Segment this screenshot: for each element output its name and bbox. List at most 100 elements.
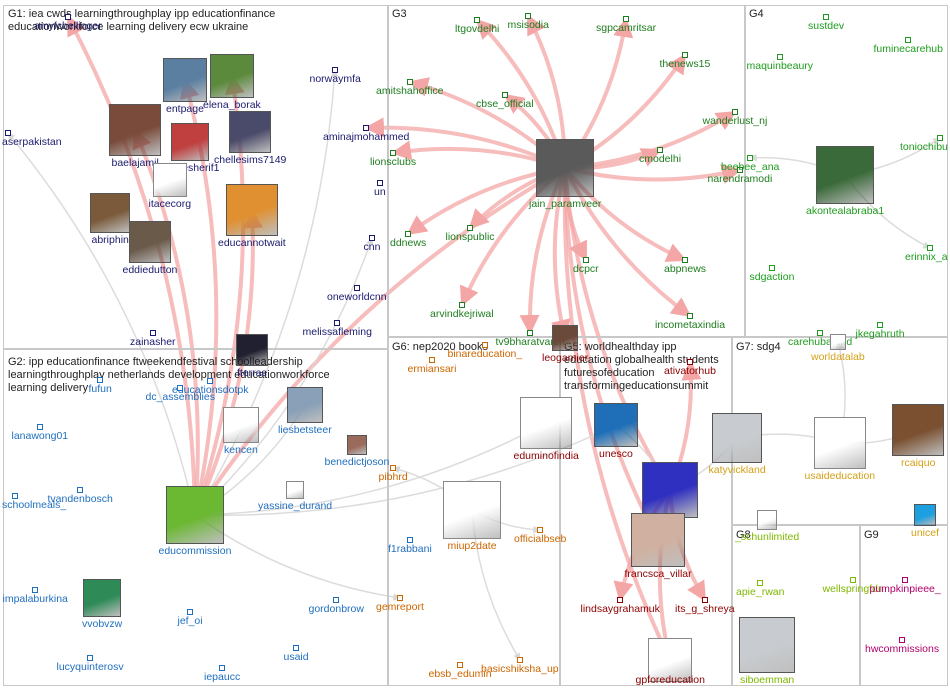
node-dot-icon bbox=[363, 125, 369, 131]
node-dot-icon bbox=[927, 245, 933, 251]
avatar bbox=[83, 579, 121, 617]
edge-jain_paramveer-thegreatgame500 bbox=[563, 167, 672, 492]
node-label: siboemman bbox=[740, 674, 795, 686]
node-dot-icon bbox=[407, 79, 413, 85]
avatar bbox=[830, 334, 846, 350]
node-dot-icon bbox=[12, 493, 18, 499]
node-label: cbse_official bbox=[476, 98, 534, 110]
node-label: educationsdotpk bbox=[172, 384, 249, 396]
group-label-g8: G8 bbox=[736, 529, 751, 541]
node-label: incometaxindia bbox=[655, 319, 726, 331]
node-label: lucyquinterosv bbox=[56, 661, 124, 673]
avatar bbox=[594, 403, 638, 447]
node-dot-icon bbox=[37, 424, 43, 430]
edge-jain_paramveer-francsca_villar bbox=[563, 167, 660, 542]
avatar bbox=[223, 407, 259, 443]
node-label: eduminofindia bbox=[513, 450, 579, 462]
node-dot-icon bbox=[899, 637, 905, 643]
node-dot-icon bbox=[777, 54, 783, 60]
node-label: amitshahoffice bbox=[376, 85, 444, 97]
node-dot-icon bbox=[457, 662, 463, 668]
node-dot-icon bbox=[687, 359, 693, 365]
node-dot-icon bbox=[525, 13, 531, 19]
avatar bbox=[287, 387, 323, 423]
node-dot-icon bbox=[583, 257, 589, 263]
avatar bbox=[892, 404, 944, 456]
node-label: usaideducation bbox=[804, 470, 876, 482]
node-dot-icon bbox=[459, 302, 465, 308]
avatar bbox=[210, 54, 254, 98]
node-label: unesco bbox=[599, 448, 633, 460]
node-label: itacecorg bbox=[148, 198, 192, 210]
node-dot-icon bbox=[502, 92, 508, 98]
node-label: maquinbeaury bbox=[746, 60, 814, 72]
node-label: lindsaygrahamuk bbox=[580, 603, 660, 615]
node-dot-icon bbox=[150, 330, 156, 336]
avatar bbox=[90, 193, 130, 233]
node-label: educannotwait bbox=[218, 237, 286, 249]
node-dot-icon bbox=[207, 378, 213, 384]
node-dot-icon bbox=[737, 167, 743, 173]
group-label-g3: G3 bbox=[392, 8, 407, 20]
avatar bbox=[129, 221, 171, 263]
node-label: liesbetsteer bbox=[278, 424, 332, 436]
group-box-g4 bbox=[745, 5, 948, 337]
node-label: oneworldcnn bbox=[327, 291, 387, 303]
node-label: unicef bbox=[911, 527, 940, 539]
node-label: iepaucc bbox=[204, 671, 241, 683]
avatar bbox=[109, 104, 161, 156]
avatar bbox=[712, 413, 762, 463]
node-dot-icon bbox=[877, 322, 883, 328]
node-label: hwcommissions bbox=[865, 643, 940, 655]
node-label: abriphin bbox=[91, 234, 129, 246]
node-dot-icon bbox=[369, 235, 375, 241]
node-dot-icon bbox=[354, 285, 360, 291]
node-label: gemreport bbox=[376, 601, 424, 613]
node-label: jef_oi bbox=[177, 615, 203, 627]
node-label: aserpakistan bbox=[2, 136, 62, 148]
node-dot-icon bbox=[65, 14, 71, 20]
node-label: tvandenbosch bbox=[47, 493, 113, 505]
group-box-g9 bbox=[860, 525, 948, 686]
node-label: gordonbrow bbox=[308, 603, 364, 615]
node-label: toniochibu bbox=[900, 141, 948, 153]
node-label: dc_assemblies bbox=[145, 391, 215, 403]
node-label: lionspublic bbox=[445, 231, 495, 243]
node-label: erinnix_a bbox=[905, 251, 948, 263]
node-dot-icon bbox=[187, 609, 193, 615]
node-dot-icon bbox=[334, 320, 340, 326]
node-dot-icon bbox=[757, 580, 763, 586]
node-label: fuminecarehub bbox=[873, 43, 943, 55]
group-label-g7: G7: sdg4 bbox=[736, 341, 781, 353]
node-dot-icon bbox=[617, 597, 623, 603]
node-label: benedictjoson bbox=[324, 456, 390, 468]
avatar bbox=[914, 504, 936, 526]
node-dot-icon bbox=[702, 597, 708, 603]
node-label: apie_rwan bbox=[736, 586, 785, 598]
node-label: msisodia bbox=[507, 19, 549, 31]
node-label: leogamier bbox=[542, 352, 589, 364]
node-label: akontealabraba1 bbox=[806, 205, 885, 217]
node-label: entpage bbox=[166, 103, 204, 115]
avatar bbox=[816, 146, 874, 204]
node-label: rcaiquo bbox=[901, 457, 936, 469]
node-label: vvobvzw bbox=[82, 618, 123, 630]
node-dot-icon bbox=[682, 52, 688, 58]
node-label: cnn bbox=[363, 241, 381, 253]
node-label: amyfcbellinger bbox=[34, 20, 102, 32]
node-label: sdgaction bbox=[749, 271, 795, 283]
node-dot-icon bbox=[623, 16, 629, 22]
node-label: francsca_villar bbox=[624, 568, 692, 580]
node-dot-icon bbox=[397, 595, 403, 601]
node-dot-icon bbox=[429, 357, 435, 363]
node-dot-icon bbox=[732, 109, 738, 115]
node-dot-icon bbox=[87, 655, 93, 661]
avatar bbox=[520, 397, 572, 449]
node-dot-icon bbox=[850, 577, 856, 583]
node-dot-icon bbox=[937, 135, 943, 141]
group-label-g6: G6: nep2020 books bbox=[392, 341, 489, 353]
node-label: chellesims7149 bbox=[214, 154, 287, 166]
node-label: pibhrd bbox=[378, 471, 408, 483]
node-label: un bbox=[374, 186, 386, 198]
node-label: fterras bbox=[237, 367, 267, 379]
